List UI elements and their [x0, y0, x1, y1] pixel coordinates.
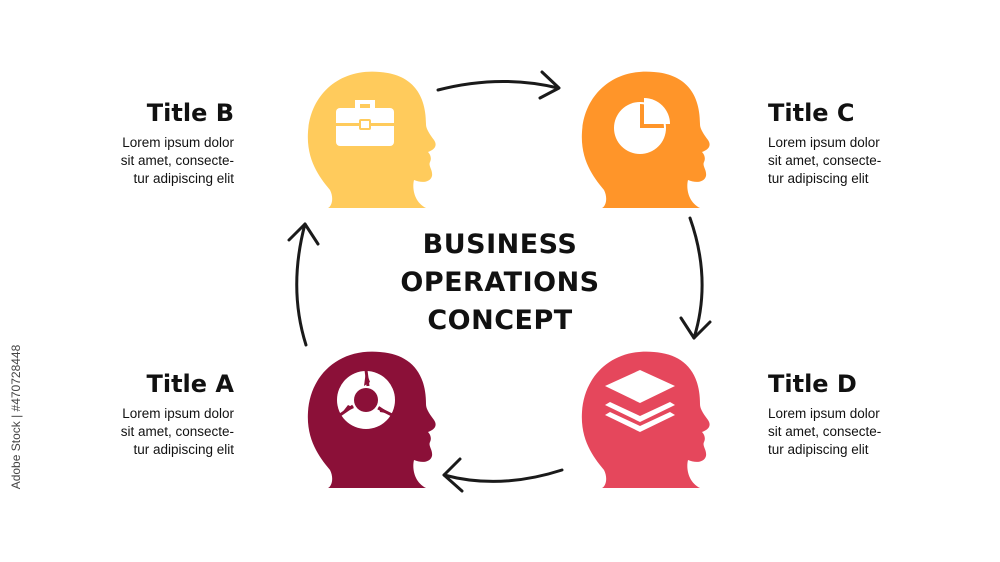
- block-b-title: Title B: [146, 99, 234, 127]
- arrow-a-to-b-head: [287, 222, 320, 246]
- center-title-line-3: CONCEPT: [427, 305, 573, 336]
- block-b-line: Lorem ipsum dolor: [122, 135, 234, 150]
- block-a-line: Lorem ipsum dolor: [122, 406, 234, 421]
- arrow-d-to-a: [442, 468, 564, 483]
- arrow-a-to-b: [295, 222, 308, 347]
- head-silhouette-d: [581, 351, 710, 488]
- pie-chart-icon: [614, 98, 670, 154]
- block-c: Title C Lorem ipsum dolor sit amet, cons…: [768, 98, 958, 188]
- head-b: [307, 71, 436, 208]
- block-c-desc: Lorem ipsum dolor sit amet, consecte- tu…: [768, 134, 958, 188]
- block-a-line: tur adipiscing elit: [133, 442, 234, 457]
- head-c: [581, 71, 710, 208]
- block-b-desc: Lorem ipsum dolor sit amet, consecte- tu…: [44, 134, 234, 188]
- watermark-text: Adobe Stock | #470728448: [9, 344, 23, 490]
- block-b-line: sit amet, consecte-: [120, 153, 234, 168]
- block-d-desc: Lorem ipsum dolor sit amet, consecte- tu…: [768, 405, 958, 459]
- block-a: Title A Lorem ipsum dolor sit amet, cons…: [44, 369, 234, 459]
- block-c-line: tur adipiscing elit: [768, 171, 869, 186]
- head-d: [581, 351, 710, 488]
- block-d-line: sit amet, consecte-: [768, 424, 882, 439]
- arrow-c-to-d-head: [679, 316, 712, 340]
- block-a-desc: Lorem ipsum dolor sit amet, consecte- tu…: [44, 405, 234, 459]
- block-c-line: Lorem ipsum dolor: [768, 135, 880, 150]
- block-c-title: Title C: [768, 99, 855, 127]
- block-c-line: sit amet, consecte-: [768, 153, 882, 168]
- center-title: BUSINESS OPERATIONS CONCEPT: [360, 226, 640, 340]
- center-title-line-2: OPERATIONS: [400, 267, 600, 298]
- block-a-line: sit amet, consecte-: [120, 424, 234, 439]
- briefcase-clasp: [359, 119, 371, 130]
- block-d-line: tur adipiscing elit: [768, 442, 869, 457]
- block-d: Title D Lorem ipsum dolor sit amet, cons…: [768, 369, 958, 459]
- block-d-title: Title D: [768, 370, 857, 398]
- arrow-b-to-c: [436, 80, 560, 92]
- cycle-icon: [337, 369, 395, 429]
- arrow-c-to-d: [688, 216, 704, 340]
- block-b-line: tur adipiscing elit: [133, 171, 234, 186]
- head-a: [307, 351, 436, 488]
- watermark: Adobe Stock | #470728448: [6, 320, 24, 520]
- block-a-title: Title A: [146, 370, 234, 398]
- center-title-line-1: BUSINESS: [422, 229, 578, 260]
- arrow-d-to-a-head: [442, 457, 464, 493]
- arrow-b-to-c-head: [538, 70, 561, 100]
- block-b: Title B Lorem ipsum dolor sit amet, cons…: [44, 98, 234, 188]
- layers-icon: [605, 370, 675, 432]
- block-d-line: Lorem ipsum dolor: [768, 406, 880, 421]
